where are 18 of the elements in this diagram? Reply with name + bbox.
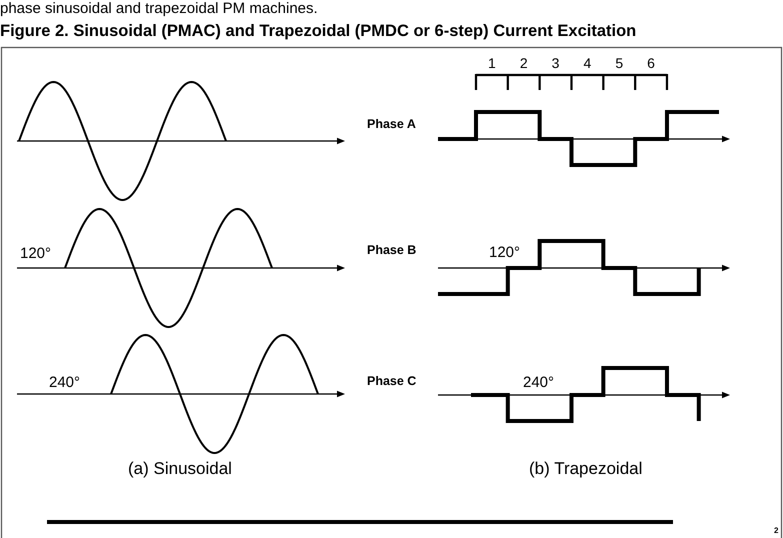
phase-label: Phase A <box>367 116 416 132</box>
phase-label: Phase B <box>367 242 416 258</box>
body-text: phase sinusoidal and trapezoidal PM machines. <box>0 0 318 18</box>
step-number: 1 <box>488 54 496 72</box>
subfigure-caption: (b) Trapezoidal <box>529 459 642 479</box>
figure-title: Figure 2. Sinusoidal (PMAC) and Trapezoidal (PMDC or 6-step) Current Excitation <box>0 22 636 40</box>
page-number: 2 <box>774 526 778 536</box>
step-number: 4 <box>584 54 592 72</box>
step-number: 6 <box>647 54 655 72</box>
phase-label: Phase C <box>367 374 416 388</box>
subfigure-caption: (a) Sinusoidal <box>128 459 232 479</box>
phase-angle-label: 240° <box>49 374 80 392</box>
phase-angle-label: 120° <box>20 245 52 263</box>
phase-angle-label: 240° <box>523 374 554 392</box>
step-number: 5 <box>615 54 624 72</box>
phase-angle-label: 120° <box>489 244 520 262</box>
step-number: 2 <box>520 54 528 72</box>
step-number: 3 <box>552 54 560 72</box>
